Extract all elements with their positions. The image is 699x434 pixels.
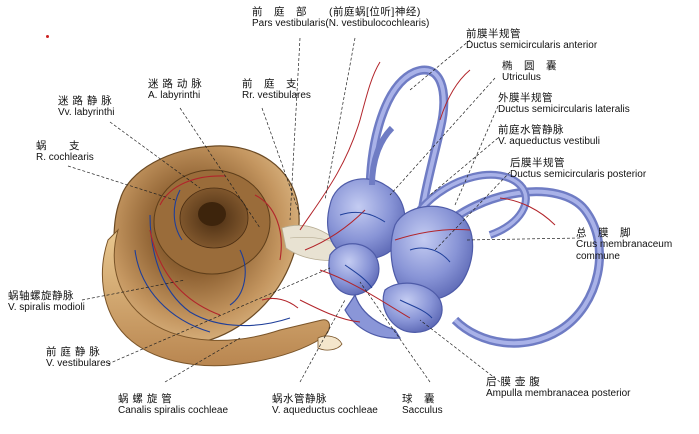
posterior-ampulla — [382, 282, 443, 333]
label-ductus-sc-anterior: 前膜半规管 Ductus semicircularis anterior — [466, 28, 598, 52]
label-ductus-sc-lateralis: 外膜半规管 Ductus semicircularis lateralis — [498, 92, 630, 116]
label-v-spiralis-modioli: 蜗轴螺旋静脉 V. spiralis modioli — [8, 290, 85, 314]
label-vv-vestibulares: 前 庭 静 脉 V. vestibulares — [46, 346, 111, 370]
label-v-aqueductus-cochleae: 蜗水管静脉 V. aqueductus cochleae — [272, 393, 378, 417]
stray-red-dot — [46, 35, 49, 38]
label-rr-vestibulares: 前 庭 支 Rr. vestibulares — [242, 78, 311, 102]
label-vv-labyrinthi: 迷 路 静 脉 Vv. labyrinthi — [58, 95, 115, 119]
label-pars-vestibularis: 前 庭 部 (前庭蜗[位听]神经) Pars vestibularis(N. v… — [252, 6, 430, 30]
cochlea — [101, 145, 343, 367]
label-r-cochlearis: 蜗 支 R. cochlearis — [36, 140, 94, 164]
label-a-labyrinthi: 迷 路 动 脉 A. labyrinthi — [148, 78, 203, 102]
label-ampulla-posterior: 后 膜 壶 腹 Ampulla membranacea posterior — [486, 376, 631, 400]
canal-opening — [317, 335, 343, 351]
label-v-aqueductus-vestibuli: 前庭水管静脉 V. aqueductus vestibuli — [498, 124, 600, 148]
label-crus-commune: 总 膜 脚 Crus membranaceum commune — [576, 227, 673, 262]
endolymphatic-duct — [369, 125, 395, 186]
label-utriculus: 椭 圆 囊 Utriculus — [502, 60, 557, 84]
ductus-reuniens — [344, 293, 402, 339]
label-canalis-spiralis: 蜗 螺 旋 管 Canalis spiralis cochleae — [118, 393, 229, 417]
leader-lines — [67, 37, 581, 383]
label-ductus-sc-posterior: 后膜半规管 Ductus semicircularis posterior — [510, 157, 647, 181]
label-sacculus: 球 囊 Sacculus — [402, 393, 443, 417]
